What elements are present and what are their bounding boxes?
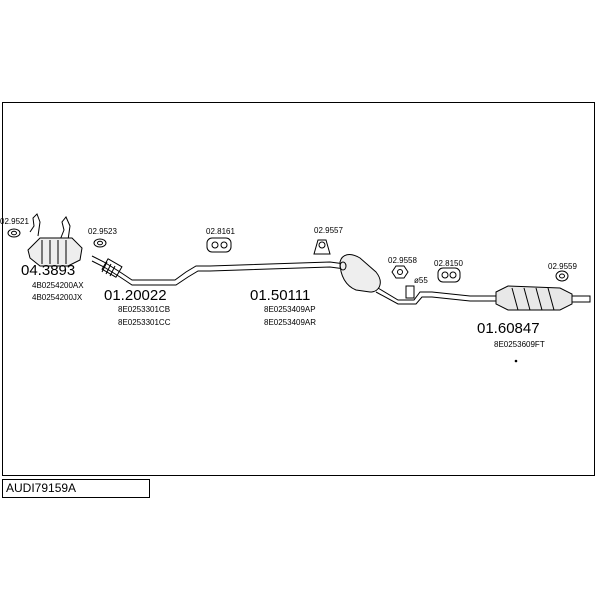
part-code: 01.60847 [477, 320, 540, 337]
part-code: 01.50111 [250, 287, 311, 304]
oem-number: 4B0254200JX [32, 293, 83, 302]
fitting-label: 02.8161 [206, 227, 235, 236]
oxygen-sensor-1 [29, 213, 41, 237]
oxygen-sensor-2 [59, 216, 71, 241]
front-pipe [91, 255, 346, 281]
hanger-02-9559 [555, 270, 569, 282]
clamp-label: ø55 [414, 276, 428, 285]
oem-number: 8E0253301CB [118, 305, 171, 314]
center-muffler [339, 254, 381, 293]
fitting-label: 02.9557 [314, 226, 343, 235]
gasket-02-9521 [7, 228, 21, 238]
oem-number: 8E0253409AR [264, 318, 317, 327]
gasket-02-9523 [93, 238, 107, 248]
hanger-02-8150 [437, 267, 461, 283]
oem-number: 8E0253609FT [494, 340, 545, 349]
oem-number: 8E0253301CC [118, 318, 171, 327]
fitting-label: 02.9559 [548, 262, 577, 271]
oem-number: 4B0254200AX [32, 281, 84, 290]
part-code: 01.20022 [104, 287, 167, 304]
catalytic-converter [27, 237, 83, 267]
part-code: 04.3893 [21, 262, 76, 279]
oem-number: 8E0253409AP [264, 305, 316, 314]
diagram-id: AUDI79159A [6, 481, 77, 495]
intermediate-pipe [377, 287, 498, 301]
fitting-label: 02.9558 [388, 256, 417, 265]
flex-section [101, 258, 123, 278]
fitting-label: 02.9521 [0, 217, 29, 226]
hanger-02-9558 [391, 265, 409, 279]
rear-muffler [495, 285, 591, 311]
diagram-frame [2, 102, 595, 476]
diagram-id-box: AUDI79159A [2, 479, 150, 498]
fitting-label: 02.9523 [88, 227, 117, 236]
hanger-02-8161 [206, 237, 232, 253]
clamp-55 [405, 285, 415, 299]
fitting-label: 02.8150 [434, 259, 463, 268]
hanger-02-9557 [313, 239, 331, 255]
